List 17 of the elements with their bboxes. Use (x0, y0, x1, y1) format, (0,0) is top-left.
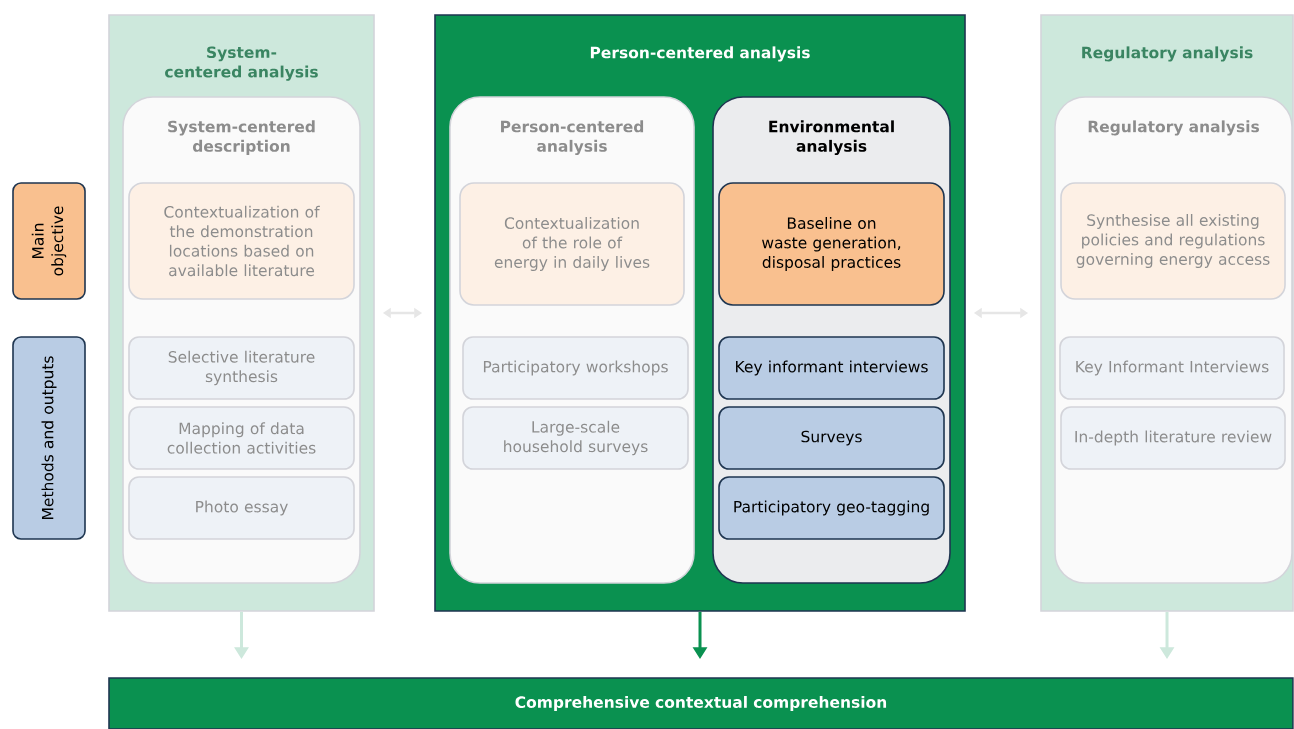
method-box: Key informant interviews (718, 336, 945, 400)
method-box: Photo essay (128, 476, 355, 540)
objective-box: Synthesise all existing policies and regulations governing energy access (1060, 182, 1286, 300)
label-box: Main objective (12, 182, 86, 300)
method-box: Large-scale household surveys (462, 406, 689, 470)
objective-box: Contextualization of the demonstration locations based on available literature (128, 182, 355, 300)
objective-box: Contextualization of the role of energy in daily lives (459, 182, 685, 306)
method-box: Key Informant Interviews (1059, 336, 1285, 400)
method-box: Participatory workshops (462, 336, 689, 400)
method-box: Selective literature synthesis (128, 336, 355, 400)
method-box: Mapping of data collection activities (128, 406, 355, 470)
method-box: Surveys (718, 406, 945, 470)
method-box: In-depth literature review (1060, 406, 1286, 470)
method-box: Participatory geo-tagging (718, 476, 945, 540)
objective-box: Baseline on waste generation, disposal practices (718, 182, 945, 306)
label-box: Methods and outputs (12, 336, 86, 540)
result-bar: Comprehensive contextual comprehension (108, 677, 1294, 729)
